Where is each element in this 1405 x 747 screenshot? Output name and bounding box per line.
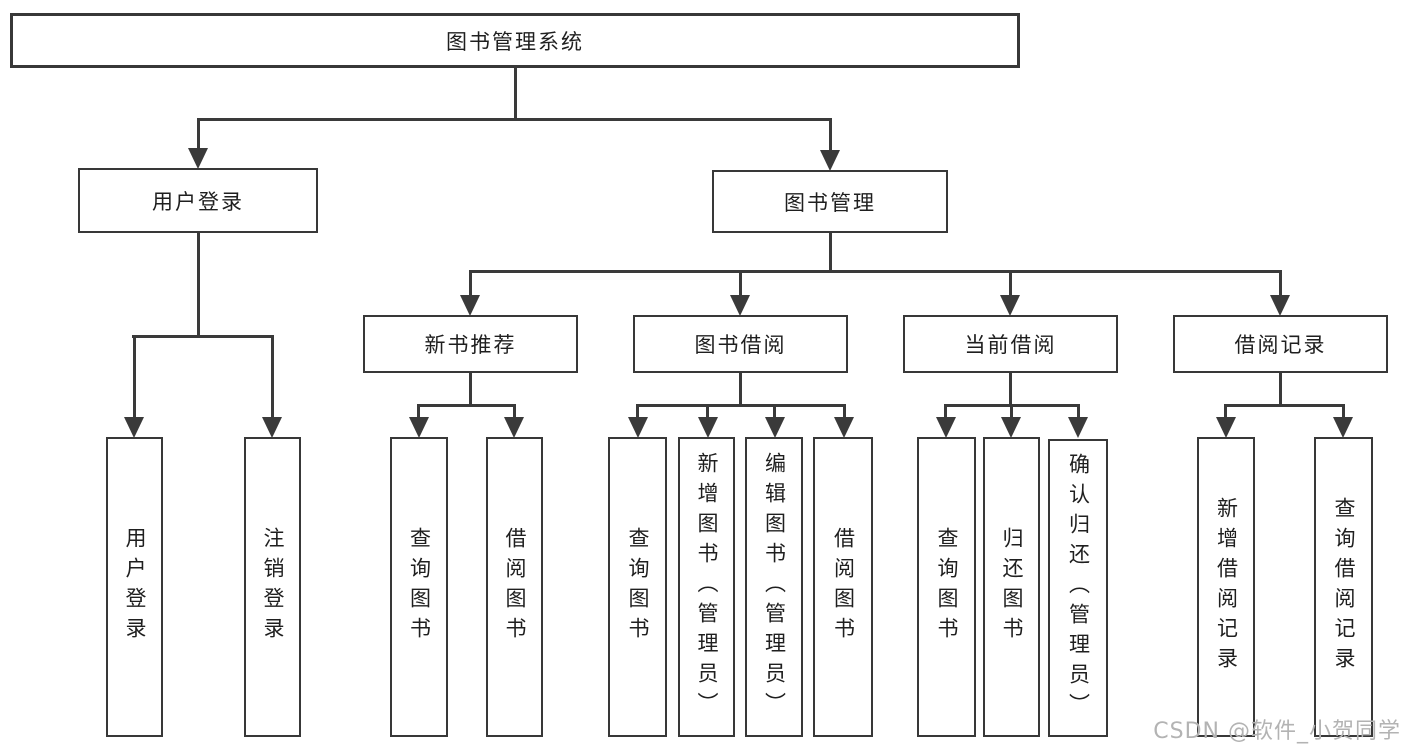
node-root: 图书管理系统	[10, 13, 1020, 68]
arrow-down-icon	[730, 295, 750, 316]
arrow-down-icon	[1001, 417, 1021, 438]
leaf-add-books-admin: 新增图书（管理员）	[678, 437, 735, 737]
connector-group-stem	[1009, 373, 1012, 407]
connector-stem-leaf	[706, 406, 709, 419]
connector-stem-current-borrow	[1009, 272, 1012, 297]
leaf-query-books-current: 查询图书	[917, 437, 976, 737]
node-root-label: 图书管理系统	[446, 29, 584, 54]
connector-stem-leaf	[133, 337, 136, 419]
leaf-label: 用户登录	[123, 527, 147, 647]
arrow-down-icon	[262, 417, 282, 438]
node-borrow-records: 借阅记录	[1173, 315, 1388, 373]
arrow-down-icon	[834, 417, 854, 438]
connector-group-rail	[1224, 404, 1345, 407]
arrow-down-icon	[936, 417, 956, 438]
leaf-borrow-books-borrow: 借阅图书	[813, 437, 873, 737]
arrow-down-icon	[628, 417, 648, 438]
connector-stem-new-book	[469, 272, 472, 297]
connector-stem-leaf	[773, 406, 776, 419]
leaf-user-login: 用户登录	[106, 437, 163, 737]
leaf-return-books: 归还图书	[983, 437, 1040, 737]
leaf-query-borrow-record: 查询借阅记录	[1314, 437, 1373, 737]
node-user-login-label: 用户登录	[152, 189, 244, 214]
node-borrow-records-label: 借阅记录	[1234, 333, 1327, 357]
arrow-down-icon	[460, 295, 480, 316]
arrow-down-icon	[698, 417, 718, 438]
leaf-label: 编辑图书（管理员）	[762, 452, 787, 722]
node-current-borrow-label: 当前借阅	[964, 333, 1057, 357]
arrow-down-icon	[1333, 417, 1353, 438]
leaf-borrow-books-newbook: 借阅图书	[486, 437, 543, 737]
leaf-query-books-newbook: 查询图书	[390, 437, 448, 737]
connector-stem-leaf	[513, 406, 516, 419]
connector-user-login-rail	[132, 335, 274, 338]
leaf-logout: 注销登录	[244, 437, 301, 737]
leaf-label: 归还图书	[1000, 527, 1024, 647]
leaf-label: 查询图书	[935, 527, 959, 647]
connector-stem-leaf	[271, 337, 274, 419]
connector-stem-book-borrow	[739, 272, 742, 297]
connector-root-stem	[514, 66, 517, 120]
leaf-label: 查询借阅记录	[1332, 497, 1356, 677]
connector-stem-leaf	[843, 406, 846, 419]
watermark: CSDN @软件_小贺同学	[1153, 719, 1401, 744]
connector-stem-borrow-records	[1279, 272, 1282, 297]
leaf-edit-books-admin: 编辑图书（管理员）	[745, 437, 803, 737]
arrow-down-icon	[124, 417, 144, 438]
leaf-label: 借阅图书	[831, 527, 856, 647]
arrow-down-icon	[504, 417, 524, 438]
leaf-label: 新增借阅记录	[1214, 497, 1239, 677]
arrow-down-icon	[1216, 417, 1236, 438]
leaf-confirm-return-admin: 确认归还（管理员）	[1048, 439, 1108, 737]
leaf-label: 新增图书（管理员）	[695, 452, 719, 722]
connector-level2-rail	[197, 118, 832, 121]
connector-stem-leaf	[636, 406, 639, 419]
connector-stem-leaf	[1224, 406, 1227, 419]
leaf-query-books-borrow: 查询图书	[608, 437, 667, 737]
arrow-down-icon	[1068, 417, 1088, 438]
leaf-label: 查询图书	[407, 527, 432, 647]
connector-stem-leaf	[417, 406, 420, 419]
leaf-label: 查询图书	[626, 527, 650, 647]
connector-level3-rail	[469, 270, 1282, 273]
connector-group-stem	[469, 373, 472, 407]
connector-stem-leaf	[1077, 406, 1080, 419]
connector-book-management-stem	[829, 233, 832, 272]
leaf-label: 注销登录	[261, 527, 285, 647]
arrow-down-icon	[820, 150, 840, 171]
connector-stem-book-management	[829, 120, 832, 152]
connector-group-stem	[739, 373, 742, 407]
connector-stem-user-login	[197, 120, 200, 150]
connector-group-rail	[417, 404, 516, 407]
node-new-book-recommend: 新书推荐	[363, 315, 578, 373]
leaf-label: 确认归还（管理员）	[1066, 453, 1091, 723]
node-book-borrow-label: 图书借阅	[694, 333, 787, 357]
node-book-management: 图书管理	[712, 170, 948, 233]
arrow-down-icon	[1000, 295, 1020, 316]
connector-group-rail	[944, 404, 1080, 407]
connector-user-login-stem	[197, 233, 200, 338]
node-current-borrow: 当前借阅	[903, 315, 1118, 373]
node-new-book-recommend-label: 新书推荐	[424, 333, 517, 357]
node-book-borrow: 图书借阅	[633, 315, 848, 373]
connector-group-rail	[636, 404, 846, 407]
arrow-down-icon	[1270, 295, 1290, 316]
connector-stem-leaf	[1342, 406, 1345, 419]
connector-stem-leaf	[1010, 406, 1013, 419]
node-book-management-label: 图书管理	[784, 190, 876, 215]
node-user-login: 用户登录	[78, 168, 318, 233]
leaf-label: 借阅图书	[503, 527, 527, 647]
connector-stem-leaf	[944, 406, 947, 419]
arrow-down-icon	[409, 417, 429, 438]
leaf-add-borrow-record: 新增借阅记录	[1197, 437, 1255, 737]
connector-group-stem	[1279, 373, 1282, 407]
arrow-down-icon	[765, 417, 785, 438]
arrow-down-icon	[188, 148, 208, 169]
